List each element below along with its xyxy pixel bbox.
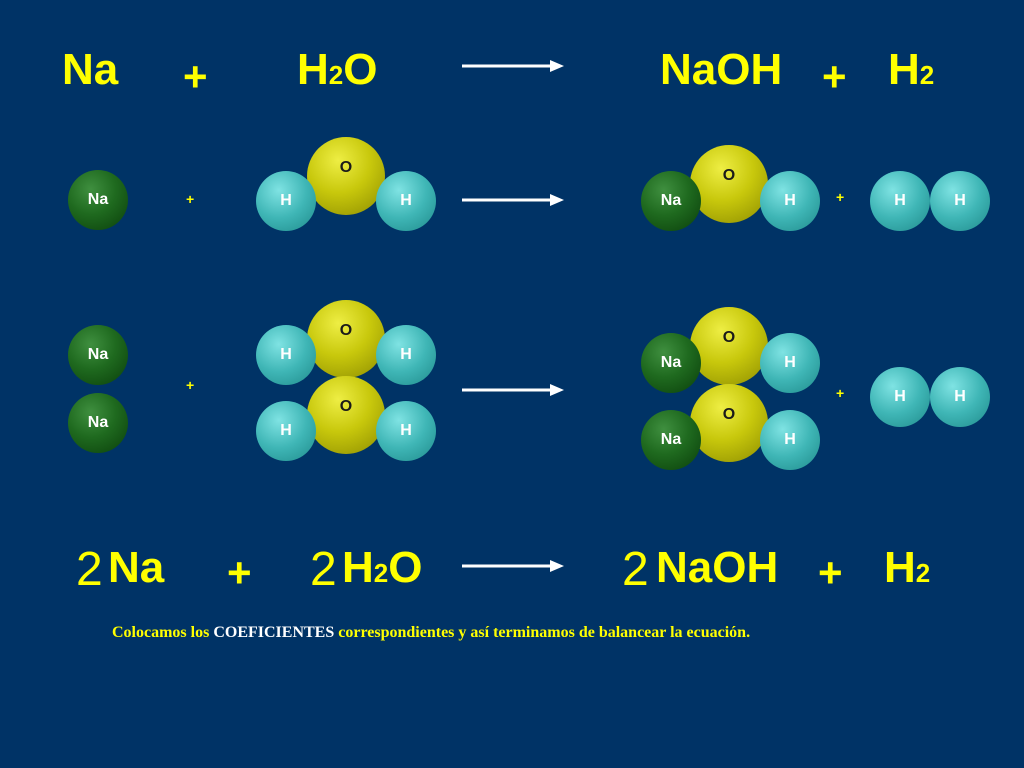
coefficient-na: 2 <box>76 543 103 596</box>
top-reactant-water: H2O <box>297 48 377 92</box>
caption-text: Colocamos los COEFICIENTES correspondien… <box>112 624 750 642</box>
caption-part2: correspondientes y así terminamos de bal… <box>334 624 751 641</box>
row2-water1-oxygen: O <box>307 300 385 378</box>
atom-label: H <box>894 388 906 405</box>
atom-label: H <box>784 354 796 371</box>
row1-naoh-hydrogen: H <box>760 171 820 231</box>
atom-label: Na <box>660 192 682 209</box>
row1-water-hydrogen-left: H <box>256 171 316 231</box>
atom-label: H <box>954 388 966 405</box>
atom-label: O <box>339 322 353 339</box>
row2-water1-hydrogen-left: H <box>256 325 316 385</box>
coefficient-water: 2 <box>310 543 337 596</box>
balanced-plus-1: + <box>227 549 252 596</box>
balanced-water-subscript: 2 <box>373 558 389 588</box>
row1-naoh-oxygen: O <box>690 145 768 223</box>
atom-label: O <box>722 329 736 346</box>
balanced-reaction-arrow <box>462 560 564 572</box>
atom-label: O <box>339 159 353 176</box>
row1-h2-hydrogen-right: H <box>930 171 990 231</box>
row2-reaction-arrow <box>462 384 564 396</box>
atom-label: Na <box>87 414 109 431</box>
balanced-reactant-na: Na <box>108 543 165 592</box>
atom-label: H <box>784 192 796 209</box>
row2-water2-hydrogen-right: H <box>376 401 436 461</box>
atom-label: O <box>339 398 353 415</box>
row1-plus-1: + <box>186 191 195 207</box>
balanced-plus-2: + <box>818 549 843 596</box>
atom-label: H <box>784 431 796 448</box>
coefficient-naoh: 2 <box>622 543 649 596</box>
atom-label: H <box>280 192 292 209</box>
balanced-h2-subscript: 2 <box>915 558 931 588</box>
top-product-naoh: NaOH <box>660 45 783 94</box>
top-reaction-arrow <box>462 60 564 72</box>
row2-water2-oxygen: O <box>307 376 385 454</box>
balanced-product-h2: H2 <box>884 546 930 590</box>
row1-water-oxygen: O <box>307 137 385 215</box>
atom-label: H <box>954 192 966 209</box>
balanced-product-naoh: NaOH <box>656 543 779 592</box>
caption-highlight: COEFICIENTES <box>213 624 335 641</box>
row2-naoh1-sodium: Na <box>641 333 701 393</box>
top-plus-2: + <box>822 53 847 100</box>
row1-h2-hydrogen-left: H <box>870 171 930 231</box>
row1-sodium-atom: Na <box>68 170 128 230</box>
atom-label: Na <box>660 431 682 448</box>
top-h2-h: H <box>888 45 920 94</box>
row2-naoh2-sodium: Na <box>641 410 701 470</box>
row2-h2-hydrogen-right: H <box>930 367 990 427</box>
top-water-h: H <box>297 45 329 94</box>
atom-label: H <box>400 422 412 439</box>
balanced-water-o: O <box>388 543 423 592</box>
atom-label: H <box>280 422 292 439</box>
balanced-water-h: H <box>342 543 374 592</box>
atom-label: H <box>894 192 906 209</box>
top-h2-subscript: 2 <box>919 60 935 90</box>
row1-plus-2: + <box>836 189 845 205</box>
top-product-h2: H2 <box>888 48 934 92</box>
atom-label: Na <box>660 354 682 371</box>
balanced-reactant-water: H2O <box>342 546 422 590</box>
row2-naoh2-oxygen: O <box>690 384 768 462</box>
row2-water1-hydrogen-right: H <box>376 325 436 385</box>
row2-h2-hydrogen-left: H <box>870 367 930 427</box>
row2-plus-2: + <box>836 385 845 401</box>
caption-part1: Colocamos los <box>112 624 214 641</box>
atom-label: Na <box>87 191 109 208</box>
top-water-subscript: 2 <box>328 60 344 90</box>
atom-label: O <box>722 167 736 184</box>
atom-label: O <box>722 406 736 423</box>
balanced-h2-h: H <box>884 543 916 592</box>
atom-label: H <box>400 192 412 209</box>
atom-label: Na <box>87 346 109 363</box>
row1-water-hydrogen-right: H <box>376 171 436 231</box>
atom-label: H <box>280 346 292 363</box>
row1-reaction-arrow <box>462 194 564 206</box>
top-water-o: O <box>343 45 378 94</box>
row2-naoh2-hydrogen: H <box>760 410 820 470</box>
row1-naoh-sodium: Na <box>641 171 701 231</box>
row2-naoh1-oxygen: O <box>690 307 768 385</box>
row2-naoh1-hydrogen: H <box>760 333 820 393</box>
row2-water2-hydrogen-left: H <box>256 401 316 461</box>
atom-label: H <box>400 346 412 363</box>
row2-sodium-atom-1: Na <box>68 325 128 385</box>
top-plus-1: + <box>183 53 208 100</box>
top-reactant-na: Na <box>62 45 119 94</box>
row2-sodium-atom-2: Na <box>68 393 128 453</box>
row2-plus-1: + <box>186 377 195 393</box>
